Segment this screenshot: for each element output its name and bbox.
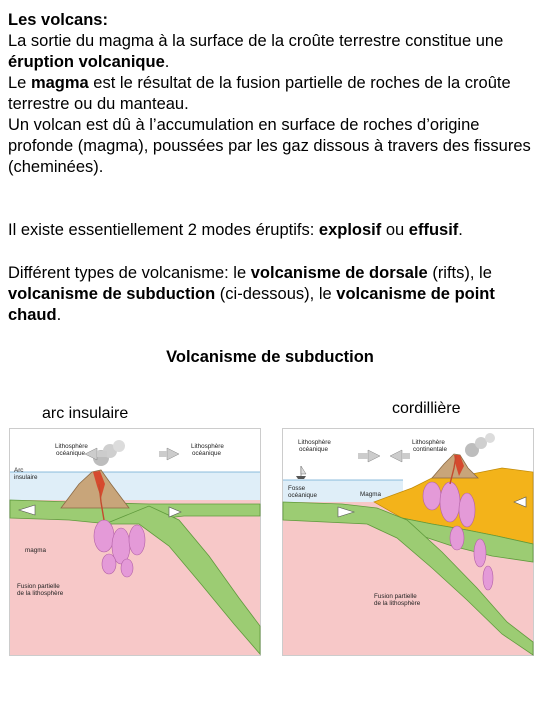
litho-label-2a: Lithosphère	[191, 443, 224, 450]
motion-arrow	[17, 504, 36, 516]
magma-chamber	[439, 481, 461, 523]
litho-label-1b: océanique	[56, 450, 86, 457]
types-bold-1: volcanisme de dorsale	[250, 264, 428, 282]
ocean-water	[283, 480, 403, 502]
types-text-c: (ci-dessous), le	[215, 285, 337, 303]
magma-chamber	[482, 565, 494, 591]
fusion-label-a: Fusion partielle	[17, 583, 60, 590]
magma-chamber	[422, 481, 442, 511]
motion-arrow	[168, 506, 182, 518]
magma-chamber	[458, 492, 476, 528]
fusion-label-b: de la lithosphère	[374, 600, 421, 607]
intro-line-1-bold: éruption volcanique	[8, 53, 165, 71]
intro-heading: Les volcans:	[8, 11, 108, 29]
boat-icon	[296, 476, 306, 479]
island-arc-diagram: Lithosphère océanique Lithosphère océani…	[9, 428, 261, 656]
arc-label-b: insulaire	[14, 474, 38, 481]
subducting-plate	[104, 505, 261, 656]
motion-arrow	[337, 506, 356, 518]
modes-text-b: ou	[381, 221, 409, 239]
types-paragraph: Différent types de volcanisme: le volcan…	[8, 263, 536, 326]
ash-cloud	[465, 443, 479, 457]
arc-label-a: Arc	[14, 467, 23, 474]
plate-arrow-right-shaft	[402, 453, 410, 459]
magma-chamber	[93, 519, 115, 553]
magma-chamber	[449, 525, 465, 551]
magma-conduit	[98, 483, 105, 521]
litho-label-1b: océanique	[299, 446, 329, 453]
ash-cloud	[485, 433, 495, 443]
motion-arrow	[513, 496, 527, 508]
types-text-b: (rifts), le	[427, 264, 492, 282]
modes-bold-2: effusif	[408, 221, 459, 239]
litho-label-2b: océanique	[192, 450, 222, 457]
label-arc-insulaire: arc insulaire	[42, 405, 129, 422]
magma-chamber	[128, 524, 146, 556]
lava-flow	[454, 455, 464, 476]
types-bold-3: volcanisme de point chaud	[8, 285, 495, 324]
litho-label-1a: Lithosphère	[55, 443, 88, 450]
magma-chamber	[473, 538, 487, 568]
magma-chamber	[101, 553, 117, 575]
intro-line-3: Un volcan est dû à l’accumulation en sur…	[8, 116, 531, 176]
intro-line-2-b: est le résultat de la fusion partielle d…	[8, 74, 511, 113]
ash-cloud	[113, 440, 125, 452]
types-text-d: .	[56, 306, 62, 324]
fosse-label-b: océanique	[288, 492, 318, 499]
ash-cloud	[475, 437, 487, 449]
types-bold-2: volcanisme de subduction	[8, 285, 216, 303]
intro-paragraph: Les volcans: La sortie du magma à la sur…	[8, 10, 536, 178]
plate-arrow-left-shaft	[358, 453, 368, 459]
fosse-label-a: Fosse	[288, 485, 306, 492]
litho-label-2a: Lithosphère	[412, 439, 445, 446]
magma-label: Magma	[360, 491, 381, 498]
section-title: Volcanisme de subduction	[166, 348, 374, 366]
modes-text-c: .	[458, 221, 463, 239]
modes-bold-1: explosif	[318, 221, 382, 239]
modes-paragraph: Il existe essentiellement 2 modes érupti…	[8, 220, 536, 241]
magma-conduit	[449, 455, 457, 485]
boat-sail	[300, 465, 307, 475]
intro-line-2-a: Le	[8, 74, 31, 92]
continental-lithosphere	[400, 517, 534, 563]
volcano-cone	[60, 469, 130, 509]
intro-line-2-bold: magma	[30, 74, 89, 92]
intro-line-1-end: .	[164, 53, 170, 71]
ocean-water	[10, 472, 260, 500]
litho-label-1a: Lithosphère	[298, 439, 331, 446]
fusion-label-b: de la lithosphère	[17, 590, 64, 597]
litho-label-2b: continentale	[413, 446, 447, 453]
subducting-plate	[282, 501, 534, 656]
label-cordilliere: cordillière	[392, 400, 461, 417]
types-text-a: Différent types de volcanisme: le	[8, 264, 251, 282]
magma-label: magma	[25, 547, 46, 554]
modes-text-a: Il existe essentiellement 2 modes érupti…	[8, 221, 319, 239]
plate-arrow-right-shaft	[159, 451, 167, 457]
fusion-label-a: Fusion partielle	[374, 593, 417, 600]
plate-arrow-left-shaft	[97, 451, 107, 457]
cordillera-diagram: Lithosphère océanique Lithosphère contin…	[282, 428, 534, 656]
intro-line-1: La sortie du magma à la surface de la cr…	[8, 32, 504, 50]
magma-chamber	[120, 558, 134, 578]
